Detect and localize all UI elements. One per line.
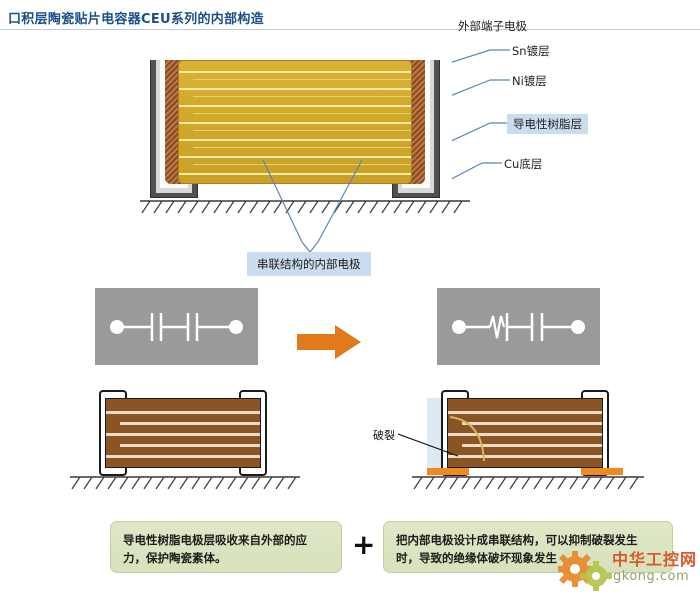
ceramic-body (178, 60, 412, 184)
watermark-logo: 中华工控网 gkong.com (558, 543, 700, 601)
watermark-text-en: gkong.com (613, 569, 690, 584)
internal-electrode (194, 422, 260, 425)
internal-electrode (193, 147, 309, 148)
internal-electrode (462, 422, 557, 425)
internal-electrode (520, 455, 602, 458)
label-external-terminal: 外部端子电极 (458, 19, 527, 33)
internal-electrode (179, 173, 309, 175)
solder-fillet-left (427, 468, 469, 475)
internal-electrode (520, 411, 602, 414)
internal-electrode (179, 88, 309, 90)
transition-arrow-icon (297, 325, 361, 359)
ceramic-body-lower (447, 398, 603, 468)
plus-sign: + (352, 528, 376, 561)
internal-electrode (283, 122, 411, 124)
internal-electrode (179, 105, 309, 107)
internal-electrode (179, 139, 309, 141)
internal-electrode (297, 164, 411, 165)
terminal-left-notch (150, 38, 198, 60)
internal-electrode (448, 455, 537, 458)
internal-electrode (448, 411, 537, 414)
internal-electrode (120, 444, 215, 447)
internal-electrode (283, 139, 411, 141)
internal-electrode (283, 105, 411, 107)
internal-electrode (106, 455, 195, 458)
internal-electrode (193, 164, 309, 165)
internal-electrode (283, 71, 411, 73)
crack-leader-line (397, 428, 468, 460)
title-divider (0, 29, 700, 30)
internal-electrode (536, 444, 602, 447)
ground-hatch-left (70, 474, 300, 492)
label-ni-plating: Ni镀层 (512, 74, 547, 88)
label-conductive-resin: 导电性树脂层 (507, 114, 588, 134)
ground-hatch-right (412, 474, 644, 492)
internal-electrode (179, 122, 309, 124)
internal-electrode (536, 422, 602, 425)
terminal-right-notch (392, 38, 440, 60)
internal-electrode (178, 433, 260, 436)
label-sn-plating: Sn镀层 (512, 44, 550, 58)
internal-electrode (297, 130, 411, 131)
note-box-resin-protection: 导电性树脂电极层吸收来自外部的应力，保护陶瓷素体。 (110, 521, 342, 573)
internal-electrode (106, 411, 195, 414)
watermark-text-cn: 中华工控网 (612, 550, 698, 569)
capacitor-cross-section (150, 38, 440, 198)
internal-electrode (178, 411, 260, 414)
series-electrode-callout: 串联结构的内部电极 (247, 252, 371, 276)
schematic-panel-normal (95, 288, 258, 365)
internal-electrode (193, 96, 309, 97)
schematic-panel-cracked (437, 288, 600, 365)
internal-electrode (297, 96, 411, 97)
internal-electrode (283, 88, 411, 90)
capacitor-illustration-cracked (427, 390, 623, 476)
internal-electrode (297, 113, 411, 114)
series-electrode-leader-lines (240, 159, 380, 255)
internal-electrode (193, 130, 309, 131)
internal-electrode (297, 147, 411, 148)
internal-electrode (448, 433, 537, 436)
internal-electrode (194, 444, 260, 447)
page-title: 口积层陶瓷贴片电容器CEU系列的内部构造 (8, 12, 264, 27)
solder-fillet-right (581, 468, 623, 475)
label-cu-base: Cu底层 (504, 157, 543, 171)
internal-electrode (178, 455, 260, 458)
ceramic-body-lower (105, 398, 261, 468)
internal-electrode (106, 433, 195, 436)
internal-electrode (297, 79, 411, 80)
internal-electrode (520, 433, 602, 436)
internal-electrode (193, 79, 309, 80)
internal-electrode (179, 71, 309, 73)
label-crack: 破裂 (373, 429, 395, 442)
stress-glow-left (427, 398, 445, 476)
capacitor-illustration-protected (85, 390, 281, 476)
internal-electrode (462, 444, 557, 447)
internal-electrode (283, 173, 411, 175)
layer-labels-group: 外部端子电极 Sn镀层 Ni镀层 导电性树脂层 Cu底层 (452, 18, 700, 218)
internal-electrode (193, 113, 309, 114)
internal-electrode (120, 422, 215, 425)
note-box-series-structure: 把内部电极设计成串联结构，可以抑制破裂发生时，导致的绝缘体破坏现象发生 (383, 521, 673, 573)
internal-electrode (179, 156, 309, 158)
ground-hatch-main (140, 198, 470, 216)
internal-electrode (283, 156, 411, 158)
